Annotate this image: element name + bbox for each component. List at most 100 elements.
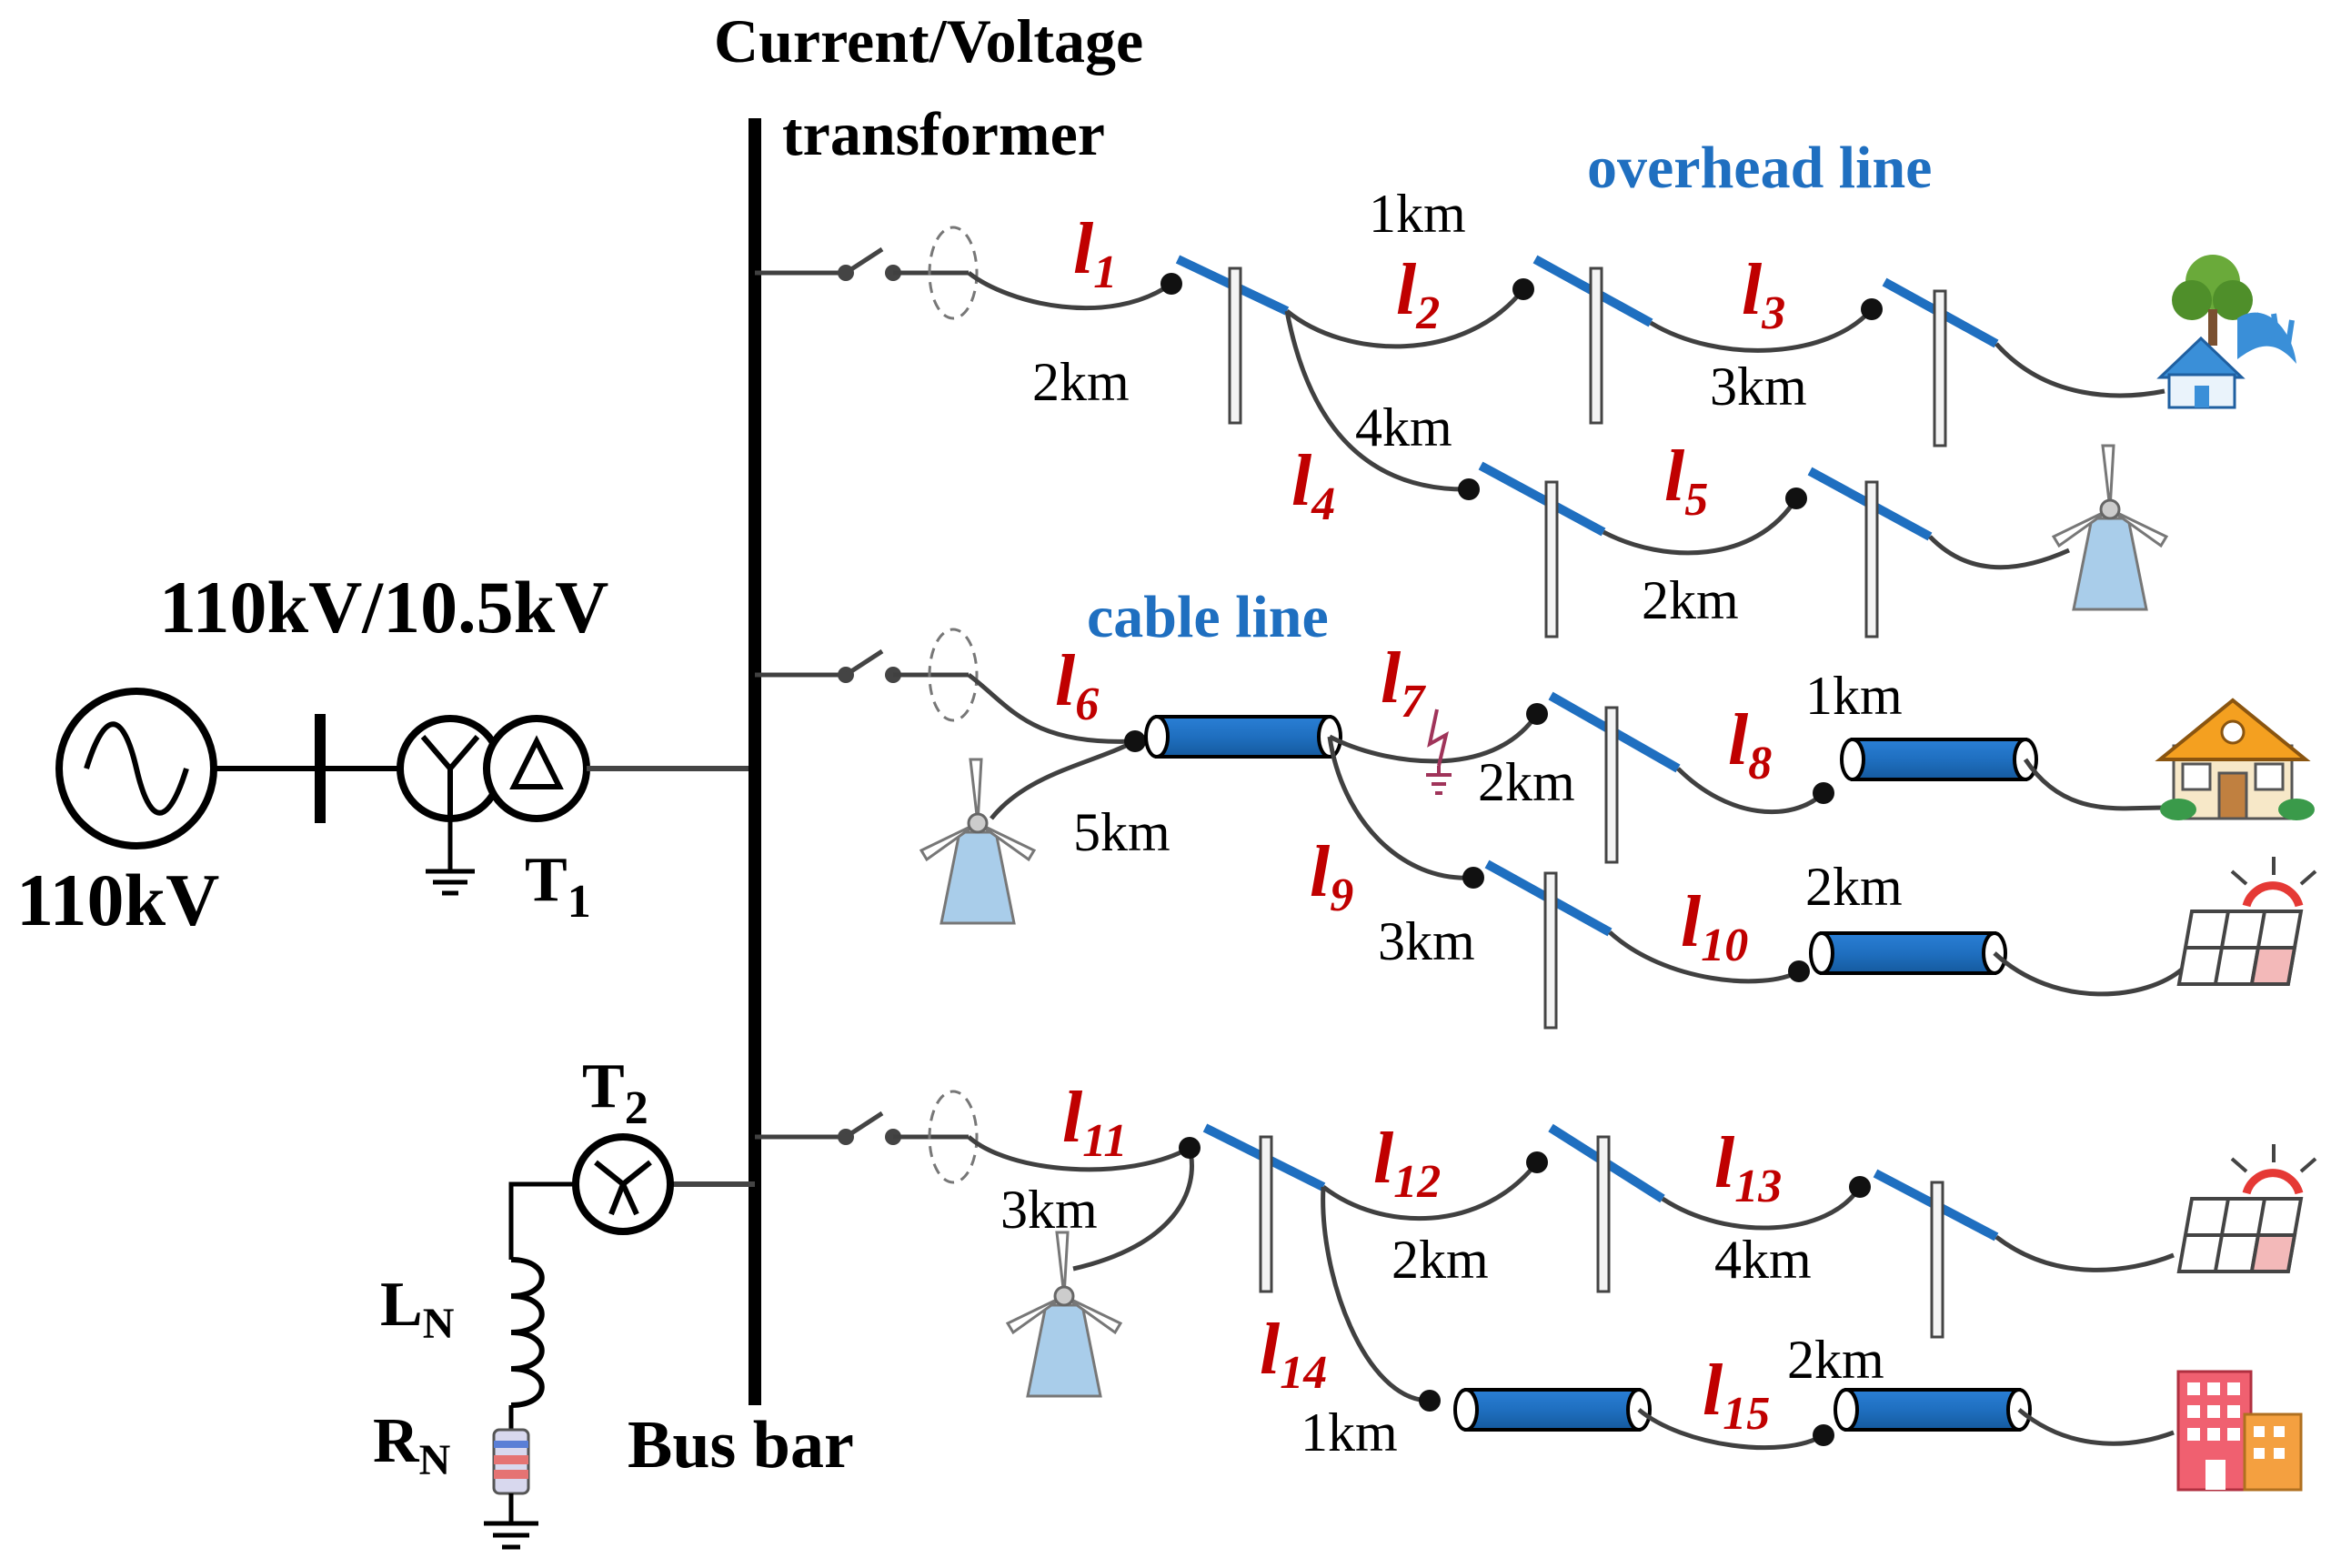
ln-label: LN [380,1270,455,1348]
feeder3-switch-icon [755,1091,977,1182]
ct-vt-title-line2: transformer [782,99,1105,168]
node-l8-end [1813,782,1834,804]
solar-panel-icon-2 [2179,1144,2316,1271]
line-label-l5: l5 [1664,437,1708,526]
office-building-icon [2176,1370,2303,1492]
t1-sub: 1 [568,876,591,928]
line-label-l3: l3 [1742,250,1785,339]
line-label-l11: l11 [1062,1078,1127,1167]
pole-2 [1589,266,1603,425]
line-label-number: 2 [1415,287,1440,339]
wire-load1 [1994,342,2165,398]
line-label-letter: l [1310,832,1331,912]
line-label-letter: l [1062,1078,1083,1158]
solar-panel-icon-1 [2179,857,2316,984]
pole-4 [1544,480,1559,638]
line-label-l7: l7 [1381,638,1426,728]
line-label-letter: l [1664,437,1685,517]
cable-segment-4 [1453,1388,1652,1432]
length-label-l15: 2km [1787,1330,1884,1390]
feeder1-switch-icon [755,227,977,318]
length-label-l4: 4km [1355,397,1452,457]
wire-load2 [1928,535,2071,570]
wire-l10 [1608,930,1801,984]
t2-sub: 2 [625,1082,648,1134]
transformer-t2-icon [572,1133,674,1235]
node-l4-end [1458,478,1480,500]
line-label-letter: l [1073,209,1094,289]
cable-segment-3 [1809,931,2007,975]
wire-load4 [1993,951,2185,997]
wind-turbine-icon-2 [919,758,1036,925]
length-label-l1: 2km [1032,352,1130,412]
overhead-line-title: overhead line [1587,135,1932,201]
line-label-l9: l9 [1310,832,1353,921]
node-l3-end [1861,298,1883,320]
line-label-number: 14 [1280,1347,1327,1399]
node-l2-end [1512,278,1534,300]
line-label-letter: l [1728,700,1749,780]
line-label-number: 11 [1082,1115,1127,1167]
length-label-l11: 3km [1000,1180,1098,1240]
cable-segment-1 [1144,715,1342,759]
length-label-l13: 4km [1714,1230,1812,1290]
t2-main: T [582,1051,625,1121]
line-label-number: 9 [1330,869,1353,921]
wire-l4 [1284,310,1470,492]
ground-icon [484,1493,538,1550]
line-label-l2: l2 [1396,250,1440,339]
wire-l12 [1321,1161,1539,1221]
node-l7-end [1526,703,1548,725]
length-label-l5: 2km [1642,570,1739,630]
node-l11-end [1179,1137,1201,1159]
ct-vt-title-line1: Current/Voltage [714,6,1143,75]
wire-l14 [1321,1186,1431,1403]
length-label-l3: 3km [1710,357,1807,417]
bus-bar-label: Bus bar [628,1408,854,1483]
length-label-l14: 1km [1301,1402,1398,1462]
line-label-number: 7 [1401,676,1426,728]
line-label-number: 13 [1734,1161,1782,1212]
line-label-l8: l8 [1728,700,1772,789]
wind-turbine-icon-3 [1006,1231,1122,1398]
wire-load3 [2023,758,2165,811]
rn-sub: N [419,1436,451,1484]
ac-source-icon [55,688,217,849]
wind-turbine-icon-1 [2052,444,2168,611]
wire-wt2 [990,739,1137,820]
line-label-l10: l10 [1681,882,1748,971]
wire-l7 [1328,712,1540,764]
node-l9-end [1462,867,1484,889]
wire-l9 [1327,736,1474,880]
ln-sub: N [423,1300,455,1348]
wire-wt3 [1072,1147,1194,1271]
line-label-number: 3 [1761,287,1785,339]
line-label-number: 5 [1684,474,1708,526]
cable-line-title: cable line [1087,584,1329,650]
wire-load6 [2017,1408,2175,1446]
length-label-l6: 5km [1073,802,1171,862]
node-l6-end [1124,730,1146,752]
pole-9 [1596,1135,1611,1293]
pole-10 [1930,1181,1944,1339]
line-label-letter: l [1742,250,1763,330]
wire-l6 [967,672,1136,744]
length-label-l10: 2km [1805,857,1903,917]
wire-l1 [967,271,1173,311]
wire-l11 [967,1135,1191,1172]
length-label-l2: 1km [1369,184,1466,244]
line-label-letter: l [1681,882,1702,962]
wire-l2 [1285,287,1525,349]
line-label-l12: l12 [1373,1119,1441,1208]
line-label-number: 10 [1701,920,1748,971]
node-l13-end [1849,1176,1871,1198]
house-icon [2155,698,2315,820]
line-label-l13: l13 [1714,1123,1782,1212]
feeder2-switch-icon [755,629,977,720]
pole-1 [1228,266,1242,425]
crossarm-4 [1478,461,1606,537]
line-label-letter: l [1260,1310,1281,1390]
rn-main: R [373,1406,420,1476]
line-label-l15: l15 [1703,1351,1770,1440]
